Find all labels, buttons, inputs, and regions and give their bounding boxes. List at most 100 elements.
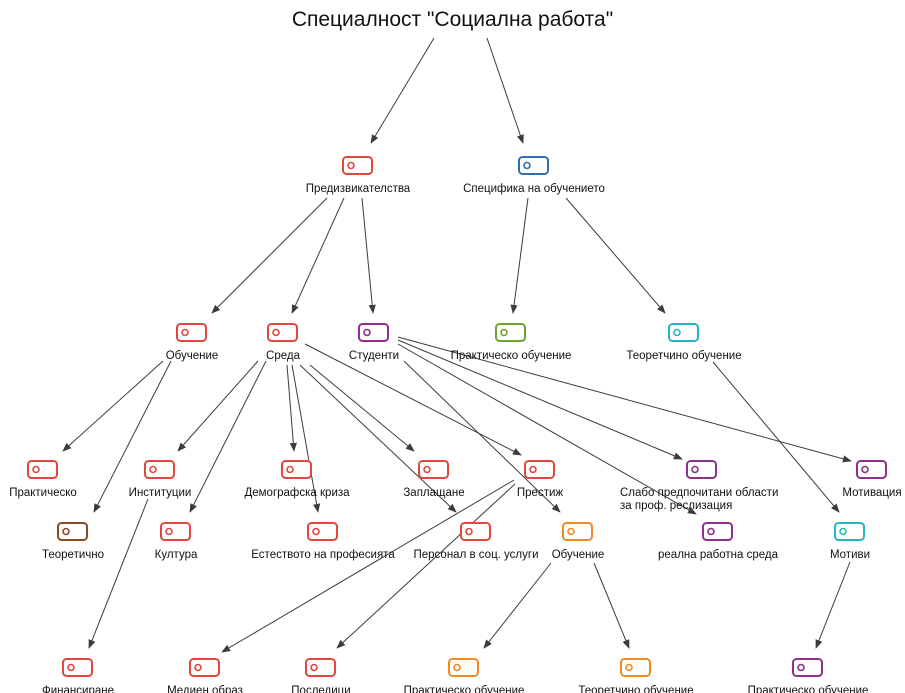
node-specifika[interactable]: Специфика на обучението [463, 156, 605, 195]
node-label: реална работна среда [658, 549, 779, 561]
node-label: Практическо обучение [748, 685, 869, 693]
node-prakticheskoObuchenie3[interactable]: Практическо обучение [748, 658, 869, 693]
node-obuchenie2[interactable]: Обучение [552, 522, 605, 561]
edge-sreda-to-prestizh [304, 343, 522, 456]
node-label: Институции [129, 487, 192, 499]
node-instituzii[interactable]: Институции [129, 460, 192, 499]
tag-icon [267, 323, 298, 342]
node-label: Медиен образ [167, 685, 243, 693]
tag-icon [686, 460, 717, 479]
node-sreda[interactable]: Среда [266, 323, 301, 362]
edge-sreda-to-instituzii [177, 360, 259, 452]
node-label: Култура [155, 549, 198, 561]
edge-predizvikatelstva-to-studenti [361, 197, 376, 314]
node-teoretchinoObuchenie1[interactable]: Теоретчино обучение [626, 323, 742, 362]
node-medien[interactable]: Медиен образ [167, 658, 243, 693]
tag-icon [27, 460, 58, 479]
tag-icon [620, 658, 651, 677]
edge-title-to-predizvikatelstva [370, 37, 435, 144]
node-label: Студенти [349, 350, 399, 362]
node-label: Последици [291, 685, 350, 693]
node-label: Теоретчино обучение [626, 350, 741, 362]
edge-specifika-to-teoretchinoObuchenie1 [565, 197, 666, 314]
node-zaplashtane[interactable]: Заплащане [403, 460, 465, 499]
tag-icon [834, 522, 865, 541]
node-label: Престиж [517, 487, 563, 499]
tag-icon [62, 658, 93, 677]
tag-icon [176, 323, 207, 342]
node-label: Персонал в соц. услуги [414, 549, 539, 561]
edge-sreda-to-kultura [189, 360, 267, 513]
node-finansirane[interactable]: Финансиране [42, 658, 114, 693]
tag-icon [307, 522, 338, 541]
node-label: Обучение [166, 350, 219, 362]
tag-icon [518, 156, 549, 175]
edge-prestizh-to-posledici [336, 483, 516, 649]
node-label: Предизвикателства [306, 183, 411, 195]
node-posledici[interactable]: Последици [291, 658, 351, 693]
node-demografska[interactable]: Демографска криза [244, 460, 350, 499]
edge-studenti-to-motivaciya [397, 336, 852, 463]
edge-studenti-to-obuchenie2 [403, 360, 561, 513]
edge-obuchenie1-to-praktichesko [62, 360, 164, 452]
edge-sreda-to-zaplashtane [309, 364, 415, 452]
node-label: Практическо [9, 487, 77, 499]
node-prakticheskoObuchenie1[interactable]: Практическо обучение [451, 323, 572, 362]
node-prakticheskoObuchenie2[interactable]: Практическо обучение [404, 658, 525, 693]
tag-icon [856, 460, 887, 479]
tag-icon [524, 460, 555, 479]
diagram-title: Специалност "Социална работа" [291, 8, 614, 31]
edge-prestizh-to-medien [221, 479, 515, 653]
tag-icon [342, 156, 373, 175]
node-personal[interactable]: Персонал в соц. услуги [414, 522, 539, 561]
tag-icon [668, 323, 699, 342]
edge-predizvikatelstva-to-obuchenie1 [211, 197, 328, 314]
edge-obuchenie2-to-teoretchinoObuchenie2 [593, 562, 630, 649]
tag-icon [358, 323, 389, 342]
node-estestvoto[interactable]: Естеството на професията [251, 522, 395, 561]
tag-icon [448, 658, 479, 677]
node-label: Демографска криза [244, 487, 350, 499]
tag-icon [562, 522, 593, 541]
tag-icon [460, 522, 491, 541]
node-kultura[interactable]: Култура [155, 522, 198, 561]
node-teoretichno[interactable]: Теоретично [42, 522, 104, 561]
node-label: Обучение [552, 549, 605, 561]
node-teoretchinoObuchenie2[interactable]: Теоретчино обучение [578, 658, 694, 693]
edge-predizvikatelstva-to-sreda [291, 197, 345, 314]
node-label: Практическо обучение [451, 350, 572, 362]
node-label: Специфика на обучението [463, 183, 605, 195]
edge-specifika-to-prakticheskoObuchenie1 [510, 197, 529, 314]
node-label: Практическо обучение [404, 685, 525, 693]
node-label: Мотивация [842, 487, 901, 499]
edge-obuchenie2-to-prakticheskoObuchenie2 [483, 562, 552, 649]
node-obuchenie1[interactable]: Обучение [166, 323, 219, 362]
tag-icon [144, 460, 175, 479]
edge-studenti-to-realna [397, 343, 697, 515]
tag-icon [305, 658, 336, 677]
tag-icon [57, 522, 88, 541]
tag-icon [702, 522, 733, 541]
node-label: Теоретично [42, 549, 104, 561]
node-prestizh[interactable]: Престиж [517, 460, 563, 499]
tag-icon [792, 658, 823, 677]
node-realna[interactable]: реална работна среда [658, 522, 779, 561]
node-label: Финансиране [42, 685, 114, 693]
edge-title-to-specifika [486, 37, 524, 144]
edge-obuchenie1-to-teoretichno [93, 360, 172, 513]
node-predizvikatelstva[interactable]: Предизвикателства [306, 156, 411, 195]
node-label: Естеството на професията [251, 549, 395, 561]
node-motivi[interactable]: Мотиви [830, 522, 870, 561]
node-label: Среда [266, 350, 301, 362]
edge-studenti-to-slabo [397, 339, 683, 460]
node-studenti[interactable]: Студенти [349, 323, 399, 362]
node-motivaciya[interactable]: Мотивация [842, 460, 902, 499]
node-praktichesko[interactable]: Практическо [9, 460, 77, 499]
edge-sreda-to-personal [299, 364, 457, 513]
node-label: Теоретчино обучение [578, 685, 693, 693]
node-label: Мотиви [830, 549, 870, 561]
edge-sreda-to-estestvoto [291, 364, 321, 513]
